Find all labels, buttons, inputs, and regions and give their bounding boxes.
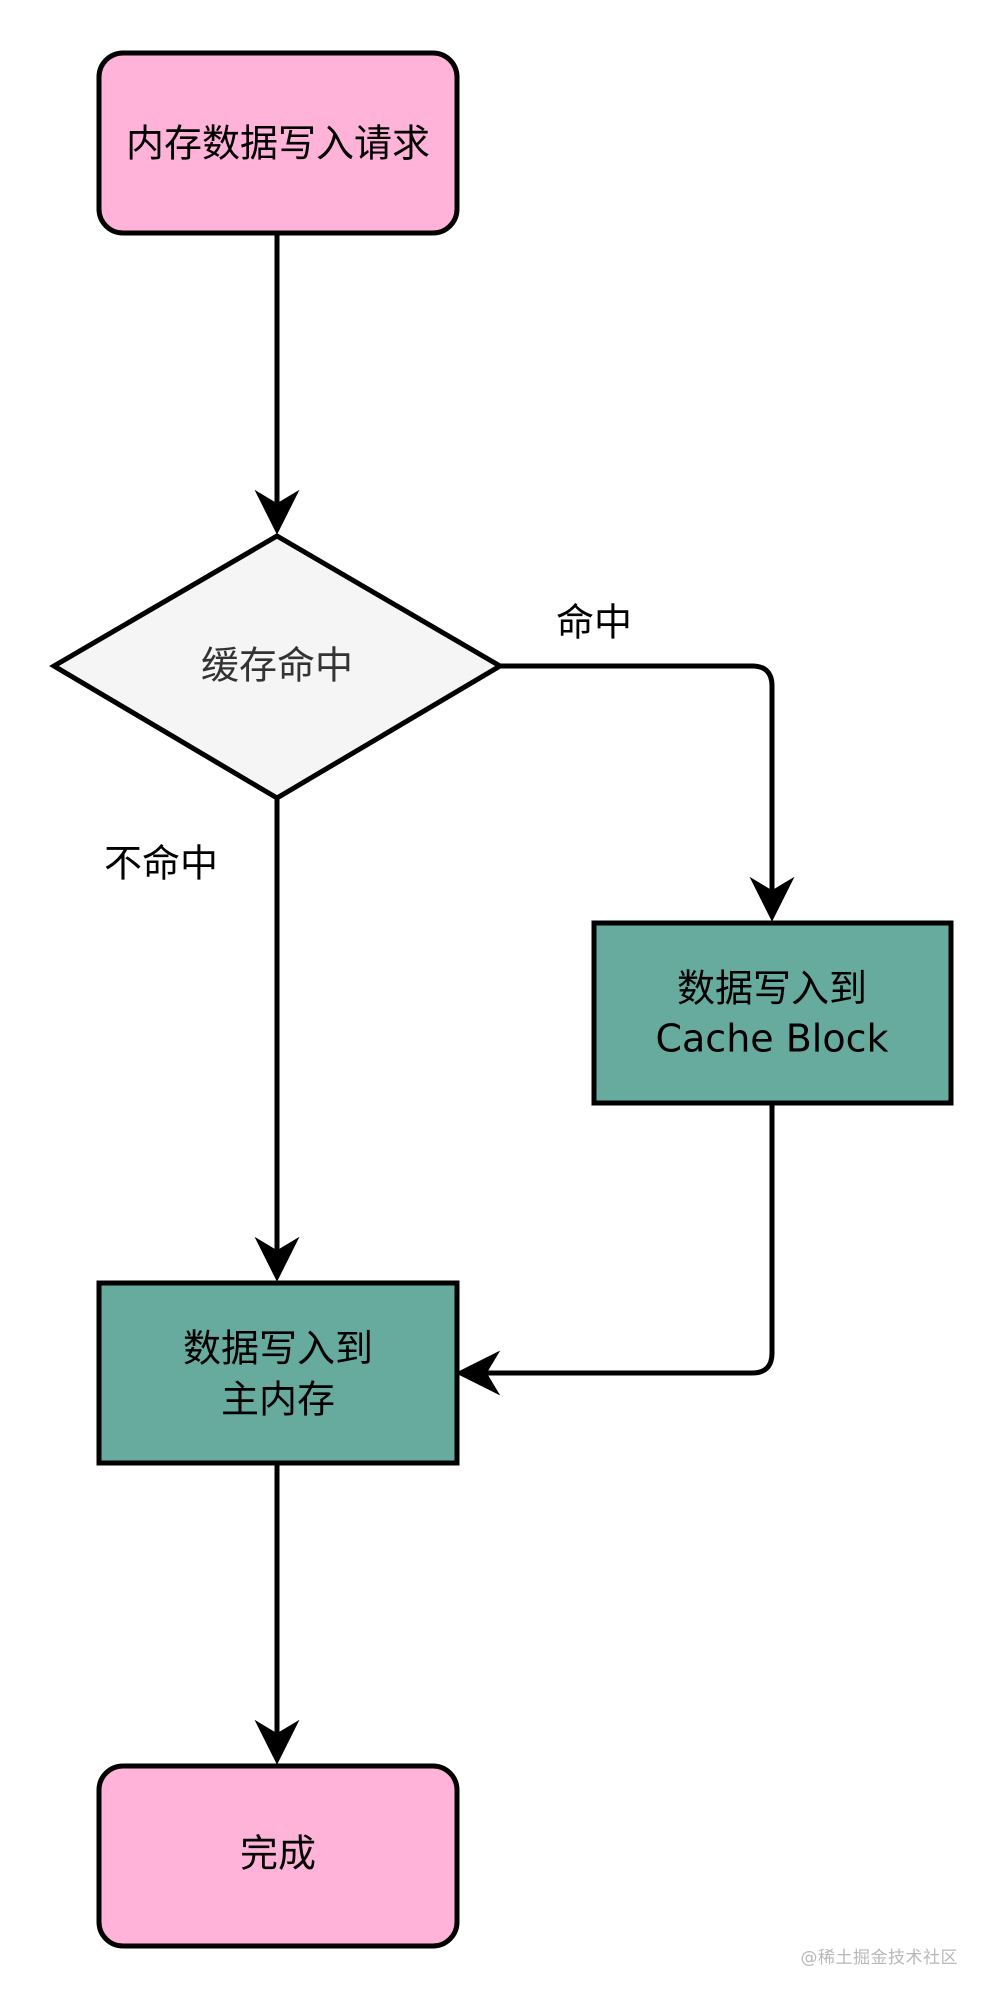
cache-write-label-line1: 数据写入到	[677, 967, 867, 1011]
memory-write-node: 数据写入到 主内存	[96, 1280, 460, 1466]
watermark: @稀土掘金技术社区	[800, 1948, 958, 1968]
end-node-label: 完成	[240, 1832, 316, 1876]
start-node: 内存数据写入请求	[96, 50, 460, 236]
decision-node-label: 缓存命中	[201, 644, 353, 688]
start-node-label: 内存数据写入请求	[126, 122, 430, 166]
edge-cache-to-memory	[455, 1105, 775, 1396]
cache-write-label-line2: Cache Block	[655, 1017, 888, 1061]
miss-edge-label: 不命中	[104, 842, 218, 886]
memory-write-label-line2: 主内存	[221, 1378, 335, 1422]
memory-write-label-line1: 数据写入到	[183, 1327, 373, 1371]
decision-node: 缓存命中	[49, 533, 505, 801]
end-node: 完成	[96, 1763, 460, 1949]
cache-write-node: 数据写入到 Cache Block	[591, 920, 954, 1106]
hit-edge-label: 命中	[556, 601, 632, 645]
edge-hit	[500, 663, 795, 922]
